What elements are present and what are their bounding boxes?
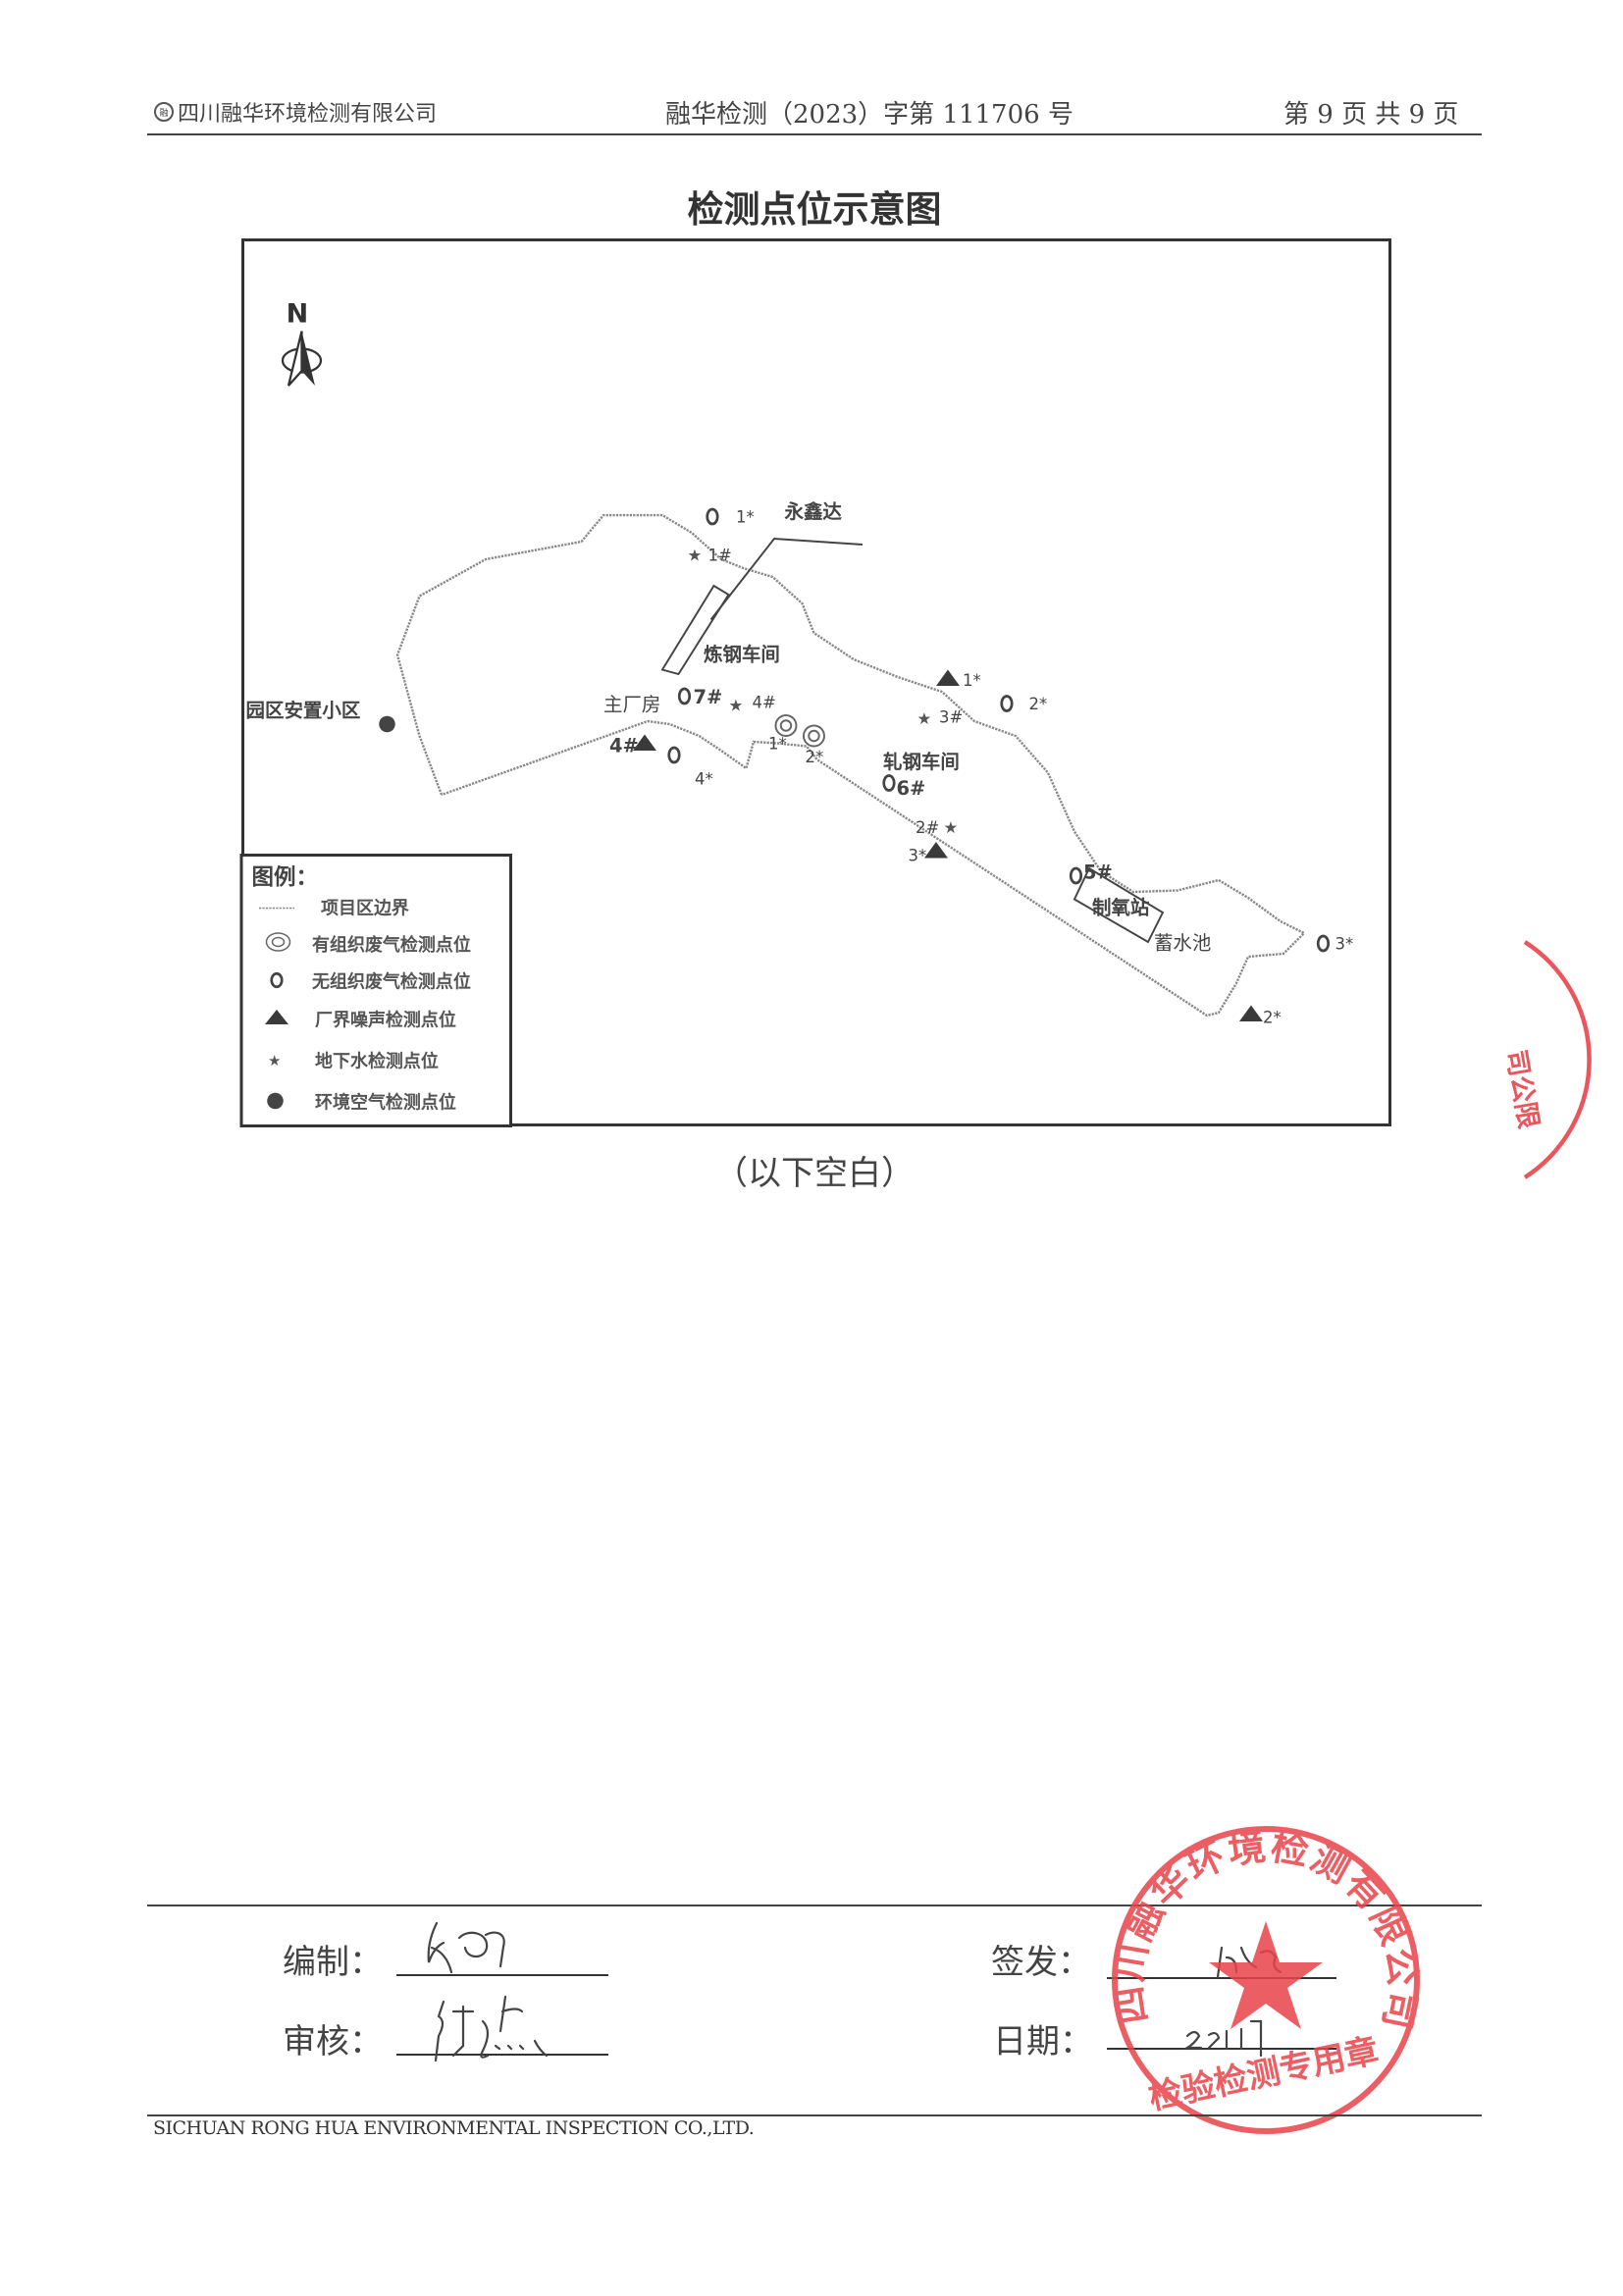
label-yongxinda: 永鑫达: [783, 500, 842, 523]
label-reservoir: 蓄水池: [1154, 932, 1211, 955]
noise-point-3-icon: [923, 842, 948, 859]
label-u4: 4*: [695, 770, 713, 789]
north-arrow-icon: [281, 331, 323, 387]
label-g3: 3#: [939, 708, 963, 727]
label-o2: 2*: [805, 748, 823, 766]
legend-title: 图例：: [251, 865, 317, 891]
label-n3: 3*: [908, 847, 926, 865]
organized-point-1-icon: [774, 714, 798, 737]
unorganized-point-4-icon: [667, 746, 681, 764]
svg-text:司公限: 司公限: [1500, 1048, 1544, 1131]
legend-label: 厂界噪声检测点位: [315, 1010, 456, 1031]
issued-signature-line: [1107, 1977, 1336, 1979]
label-u3: 3*: [1335, 935, 1353, 954]
unorganized-point-5-icon: [1069, 866, 1083, 885]
header-divider: [147, 133, 1482, 135]
page-title: 检测点位示意图: [687, 188, 942, 231]
legend-star-icon: ★: [268, 1052, 281, 1070]
unorganized-point-1-icon: [706, 507, 719, 526]
legend-label: 项目区边界: [321, 899, 409, 919]
label-u6: 6#: [896, 777, 925, 800]
label-g4: 4#: [752, 694, 775, 712]
label-rolling: 轧钢车间: [883, 751, 960, 773]
compiled-signature-line: [396, 1974, 608, 1976]
map-frame: [241, 238, 1391, 1126]
legend-label: 无组织废气检测点位: [312, 971, 471, 993]
project-boundary: [395, 513, 1306, 1018]
noise-point-1-icon: [935, 669, 960, 687]
groundwater-point-2-icon: ★: [943, 818, 958, 837]
legend-triangle-icon: [264, 1010, 288, 1025]
legend-label: 有组织废气检测点位: [312, 934, 471, 956]
label-steelmaking: 炼钢车间: [704, 644, 780, 666]
legend-filled-circle-icon: [267, 1092, 284, 1110]
legend-double-circle-icon: [265, 932, 291, 952]
label-u5: 5#: [1083, 861, 1113, 884]
label-oxygen: 制氧站: [1092, 897, 1150, 919]
company-header: 融 四川融华环境检测有限公司: [154, 96, 437, 128]
noise-point-4-icon: [632, 734, 656, 752]
label-g2: 2#: [916, 818, 939, 837]
legend-box: [239, 854, 512, 1128]
label-main-plant: 主厂房: [603, 694, 660, 716]
unorganized-point-7-icon: [677, 687, 692, 705]
groundwater-point-3-icon: ★: [916, 709, 931, 728]
partial-seal-icon: 司公限: [1500, 940, 1592, 1179]
label-u7: 7#: [693, 686, 722, 708]
company-logo-icon: 融: [154, 102, 174, 122]
steelmaking-building: [660, 584, 730, 676]
north-label: N: [287, 299, 309, 330]
label-o1: 1*: [768, 735, 787, 754]
reviewed-signature-line: [396, 2054, 608, 2056]
noise-point-2-icon: [1238, 1005, 1263, 1022]
groundwater-point-1-icon: ★: [687, 547, 702, 565]
page-number: 第 9 页 共 9 页: [1283, 100, 1459, 130]
footer-english-name: SICHUAN RONG HUA ENVIRONMENTAL INSPECTIO…: [153, 2117, 755, 2139]
ambient-air-point-icon: [379, 715, 395, 733]
blank-note: （以下空白）: [714, 1154, 915, 1193]
unorganized-point-6-icon: [882, 774, 896, 792]
unorganized-point-3-icon: [1316, 934, 1331, 953]
label-resettlement: 园区安置小区: [245, 700, 360, 722]
organized-point-2-icon: [803, 724, 825, 748]
label-n2: 2*: [1263, 1009, 1282, 1027]
label-n1: 1*: [963, 671, 981, 690]
company-name: 四川融华环境检测有限公司: [178, 102, 438, 127]
groundwater-point-4-icon: ★: [728, 697, 743, 715]
reviewed-label: 审核：: [283, 2022, 383, 2061]
legend-label: 环境空气检测点位: [315, 1092, 456, 1114]
label-n4: 4#: [609, 735, 639, 757]
date-signature-line: [1107, 2048, 1336, 2050]
oxygen-station-building: [1073, 866, 1165, 944]
legend-label: 地下水检测点位: [315, 1051, 439, 1072]
legend-hollow-circle-icon: [270, 971, 284, 989]
yongxinda-leader-line: [709, 538, 864, 621]
signoff-top-divider: [147, 1905, 1482, 1906]
unorganized-point-2-icon: [1000, 695, 1014, 712]
document-number: 融华检测（2023）字第 111706 号: [665, 100, 1073, 130]
issued-label: 签发：: [991, 1943, 1091, 1982]
label-g1: 1#: [707, 547, 731, 565]
label-u2: 2*: [1028, 695, 1047, 713]
label-u1: 1*: [736, 508, 755, 527]
footer-divider: [147, 2114, 1482, 2116]
compiled-label: 编制：: [283, 1943, 383, 1982]
date-label: 日期：: [993, 2022, 1093, 2061]
